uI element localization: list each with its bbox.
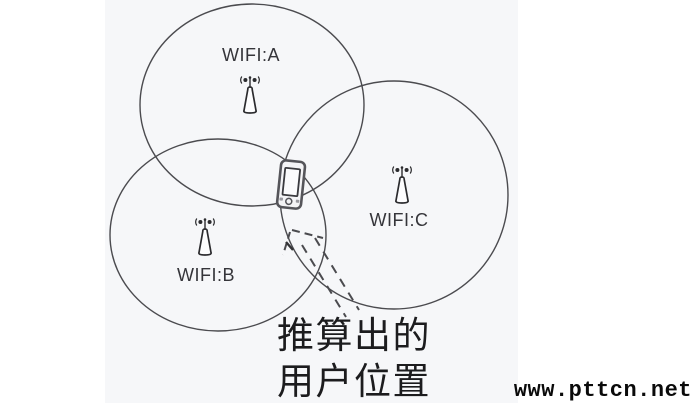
phone-home-button	[285, 197, 293, 206]
phone-key	[279, 197, 284, 201]
wifi-c-label: WIFI:C	[370, 210, 429, 230]
background-band	[105, 0, 518, 403]
wifi-a-label: WIFI:A	[222, 45, 280, 65]
dashed-arrow-icon	[282, 229, 360, 318]
wifi-b-label: WIFI:B	[177, 265, 235, 285]
phone-screen	[281, 167, 301, 198]
wifi-b-coverage-circle	[109, 138, 327, 332]
mobile-phone-icon	[275, 159, 307, 210]
watermark: www.pttcn.net	[514, 378, 692, 403]
wifi-a-coverage-circle	[139, 3, 365, 207]
annotation-line2: 用户位置	[277, 361, 431, 403]
phone-key	[295, 199, 300, 203]
annotation-line1: 推算出的	[277, 315, 431, 357]
